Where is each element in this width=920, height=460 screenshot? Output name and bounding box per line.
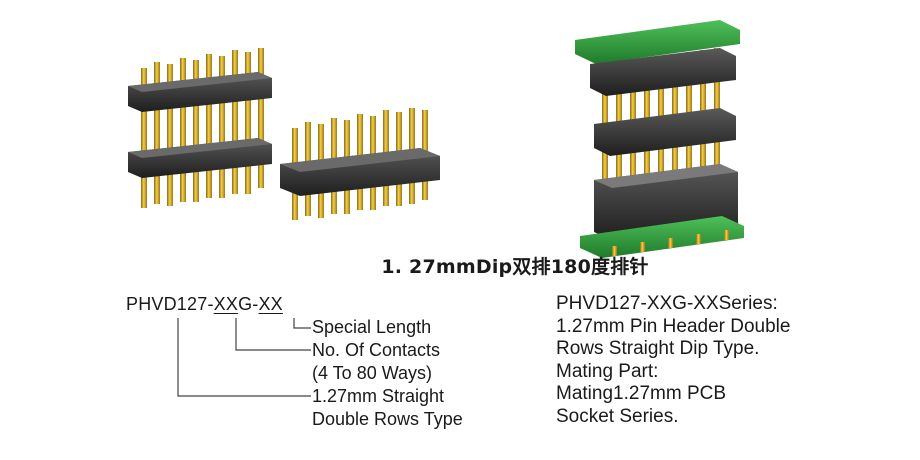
code-mid: G- [238, 294, 259, 314]
product-caption: 1. 27mmDip双排180度排针 [381, 256, 649, 278]
series-description: PHVD127-XXG-XXSeries: 1.27mm Pin Header … [556, 293, 790, 428]
code-prefix: PHVD127- [126, 294, 214, 314]
part-number-code: PHVD127-XXG-XX [126, 294, 283, 315]
legend-contacts-line2: (4 To 80 Ways) [312, 363, 433, 383]
description-line: Mating1.27mm PCB [556, 383, 727, 404]
legend-contacts-line1: No. Of Contacts [312, 340, 441, 360]
double-body-pin-header-image [128, 48, 272, 208]
mated-pcb-assembly-image [575, 20, 744, 258]
legend-special-length: Special Length [312, 317, 432, 337]
single-body-pin-header-image [280, 108, 440, 220]
legend-type-line1: 1.27mm Straight [312, 386, 445, 406]
description-line: Rows Straight Dip Type. [556, 338, 760, 359]
legend-type-line2: Double Rows Type [312, 409, 463, 429]
description-line: PHVD127-XXG-XXSeries: [556, 293, 778, 314]
description-line: Socket Series. [556, 405, 679, 427]
description-line: 1.27mm Pin Header Double [556, 315, 791, 337]
code-length-field: XX [258, 294, 283, 314]
code-contacts-field: XX [213, 294, 239, 314]
description-line: Mating Part: [556, 360, 659, 382]
